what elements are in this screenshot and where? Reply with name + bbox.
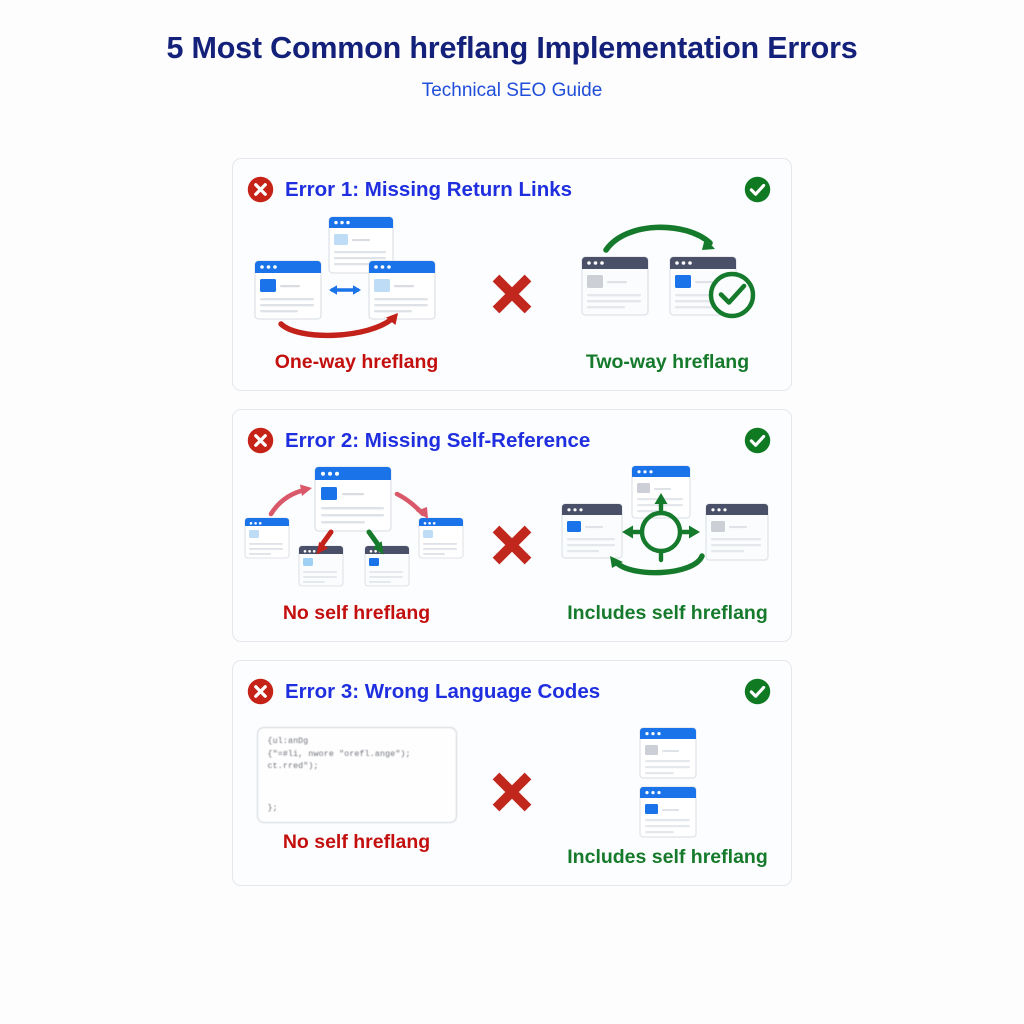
code-line: {"=#li, nwore "orefl.ange"); — [267, 749, 411, 759]
red-one-way-arrow-icon — [277, 313, 398, 339]
browser-window-blue — [417, 517, 464, 559]
red-x-divider-icon — [492, 772, 532, 812]
red-x-divider-icon — [492, 274, 532, 313]
card-2-header: Error 2: Missing Self-Reference — [233, 410, 791, 460]
browser-window-blue — [243, 517, 290, 559]
error-x-circle-icon — [247, 427, 274, 454]
card-3-body: {ul:anDg {"=#li, nwore "orefl.ange"); ct… — [233, 711, 791, 885]
page-title: 5 Most Common hreflang Implementation Er… — [166, 31, 858, 65]
card-3-good-caption: Includes self hreflang — [567, 846, 768, 868]
red-arrow-down-icon — [315, 529, 333, 555]
card-1-good-half: Two-way hreflang — [544, 213, 791, 374]
browser-window-slate — [363, 545, 410, 587]
card-2-good-caption: Includes self hreflang — [567, 602, 768, 624]
blue-double-arrow-icon — [328, 285, 361, 295]
card-2-title: Error 2: Missing Self-Reference — [285, 428, 591, 452]
green-two-way-arrow-icon — [602, 224, 715, 253]
card-2-body: No self hreflang — [233, 460, 791, 641]
card-1-body: One-way hreflang — [233, 209, 791, 390]
error-card-1: Error 1: Missing Return Links — [232, 158, 792, 391]
page-subtitle: Technical SEO Guide — [421, 79, 603, 101]
card-3-good-half: Includes self hreflang — [544, 715, 791, 869]
card-1-bad-half: One-way hreflang — [233, 213, 480, 374]
code-line-tail: }; — [267, 804, 278, 814]
card-1-bad-caption: One-way hreflang — [274, 351, 439, 373]
error-card-list: Error 1: Missing Return Links — [232, 158, 792, 904]
card-3-bad-caption: No self hreflang — [282, 831, 431, 853]
error-card-3: Error 3: Wrong Language Codes {ul:anDg {… — [232, 660, 792, 886]
error-card-2: Error 2: Missing Self-Reference — [232, 409, 792, 642]
card-1-good-caption: Two-way hreflang — [585, 351, 750, 373]
success-check-circle-icon — [744, 427, 771, 454]
hreflang-code-snippet: {ul:anDg {"=#li, nwore "orefl.ange"); ct… — [256, 727, 457, 823]
card-3-bad-half: {ul:anDg {"=#li, nwore "orefl.ange"); ct… — [233, 715, 480, 854]
two-way-hreflang-diagram — [560, 213, 776, 343]
red-x-divider-icon — [492, 525, 532, 564]
includes-self-hreflang-diagram — [560, 464, 776, 594]
stacked-browser-windows-diagram — [638, 727, 697, 838]
browser-window-blue — [638, 727, 697, 779]
card-1-title: Error 1: Missing Return Links — [285, 177, 573, 201]
card-1-divider — [480, 267, 544, 321]
card-2-good-half: Includes self hreflang — [544, 464, 791, 625]
browser-window-slate — [297, 545, 344, 587]
pink-arrow-in-icon — [268, 484, 312, 517]
one-way-hreflang-diagram — [241, 213, 473, 343]
card-2-bad-half: No self hreflang — [233, 464, 480, 625]
browser-window-slate — [580, 256, 649, 316]
card-3-divider — [480, 765, 544, 819]
browser-window-blue — [253, 260, 322, 320]
browser-window-blue — [367, 260, 436, 320]
success-check-badge-icon — [708, 271, 755, 319]
card-3-header: Error 3: Wrong Language Codes — [233, 661, 791, 711]
no-self-hreflang-diagram — [241, 464, 473, 594]
browser-window-slate — [704, 503, 769, 561]
error-x-circle-icon — [247, 678, 274, 705]
code-line: ct.rred"); — [267, 762, 319, 772]
card-2-divider — [480, 518, 544, 572]
browser-window-slate — [560, 503, 623, 559]
green-arrow-down-icon — [366, 529, 384, 555]
browser-window-blue — [313, 466, 392, 532]
pink-arrow-out-icon — [394, 491, 428, 519]
success-check-circle-icon — [744, 176, 771, 203]
code-line: {ul:anDg — [267, 737, 309, 746]
page-header: 5 Most Common hreflang Implementation Er… — [0, 0, 1024, 102]
card-3-title: Error 3: Wrong Language Codes — [285, 679, 601, 703]
card-2-bad-caption: No self hreflang — [282, 602, 431, 624]
green-self-reference-hub-icon — [609, 493, 705, 576]
browser-window-blue — [638, 786, 697, 838]
error-x-circle-icon — [247, 176, 274, 203]
card-1-header: Error 1: Missing Return Links — [233, 159, 791, 209]
browser-window-blue — [327, 216, 394, 274]
success-check-circle-icon — [744, 678, 771, 705]
